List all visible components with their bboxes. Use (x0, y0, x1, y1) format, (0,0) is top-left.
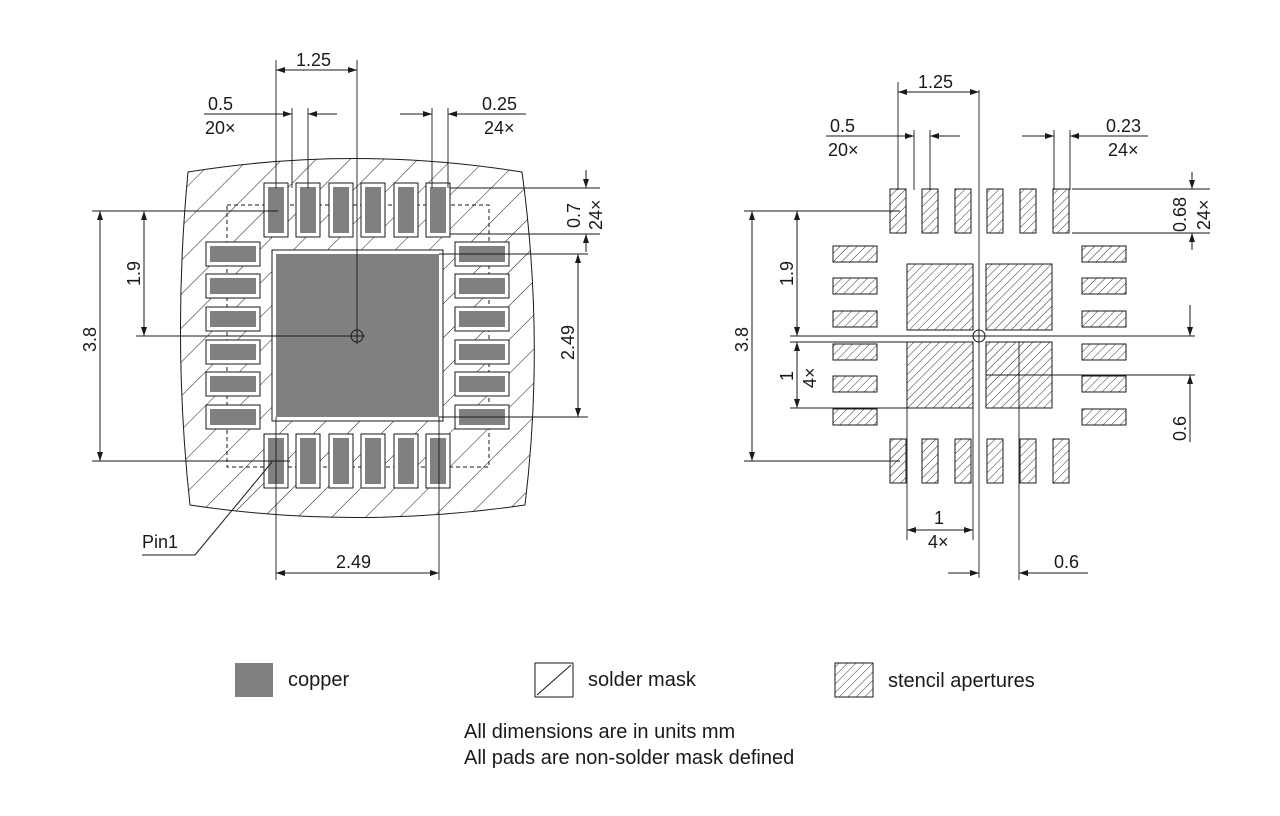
st-ap-right (1081, 408, 1127, 426)
st-ap-top (1052, 188, 1070, 234)
note-nsmd: All pads are non-solder mask defined (464, 747, 794, 769)
st-dim-square-h: 1 (934, 508, 944, 528)
notes: All dimensions are in units mm All pads … (464, 721, 794, 769)
fp-dim-center-pad-v: 2.49 (558, 325, 578, 360)
st-ap-bottom (986, 438, 1004, 484)
fp-pad-right (459, 278, 505, 294)
st-ap-bottom (1052, 438, 1070, 484)
st-ap-right (1081, 277, 1127, 295)
footprint-pads (205, 182, 510, 489)
fp-pad-top (333, 187, 349, 233)
st-dim-ap-width2-count: 24× (1108, 140, 1139, 160)
pin1-label: Pin1 (142, 532, 178, 552)
stencil-apertures (832, 188, 1127, 484)
st-ap-right (1081, 245, 1127, 263)
fp-pad-top (268, 187, 284, 233)
st-ap-top (986, 188, 1004, 234)
st-dim-ap-length: 0.68 (1170, 197, 1190, 232)
st-dim-square: 1 (777, 371, 797, 381)
st-ap-left (832, 277, 878, 295)
st-ap-left (832, 375, 878, 393)
st-ap-left (832, 408, 878, 426)
fp-pad-left (210, 311, 256, 327)
fp-dim-half: 1.9 (124, 261, 144, 286)
fp-dim-pad-width-count: 20× (205, 118, 236, 138)
legend-stencil-swatch (834, 662, 874, 698)
st-ap-top (1019, 188, 1037, 234)
st-dim-pitch: 1.25 (918, 72, 953, 92)
fp-pad-bottom (430, 438, 446, 484)
st-ap-right (1081, 375, 1127, 393)
fp-pad-bottom (333, 438, 349, 484)
st-dim-outer: 3.8 (732, 327, 752, 352)
fp-pad-right (459, 311, 505, 327)
st-ap-left (832, 343, 878, 361)
st-dim-square-count: 4× (800, 367, 820, 388)
legend-copper-label: copper (288, 669, 349, 691)
fp-pad-top (300, 187, 316, 233)
footprint-view: 1.25 0.5 20× 0.25 24× 0.7 24× 3.8 1.9 (80, 50, 606, 580)
fp-dim-pitch: 1.25 (296, 50, 331, 70)
st-ap-bottom (1019, 438, 1037, 484)
st-ap-top (954, 188, 972, 234)
fp-pad-right (459, 376, 505, 392)
fp-dim-mask-width-count: 24× (484, 118, 515, 138)
st-dim-gap-h: 0.6 (1054, 552, 1079, 572)
st-dim-square-h-count: 4× (928, 532, 949, 552)
legend-solder-mask-label: solder mask (588, 669, 697, 691)
fp-dim-mask-width: 0.25 (482, 94, 517, 114)
st-ap-left (832, 245, 878, 263)
stencil-square (906, 263, 974, 331)
legend: copper solder mask stencil apertures (235, 662, 1035, 698)
fp-pad-top (398, 187, 414, 233)
st-dim-gap-v: 0.6 (1170, 416, 1190, 441)
fp-dim-outer: 3.8 (80, 327, 100, 352)
st-ap-left (832, 310, 878, 328)
st-dim-ap-length-count: 24× (1194, 199, 1214, 230)
st-dim-ap-width2: 0.23 (1106, 116, 1141, 136)
fp-pad-top (430, 187, 446, 233)
fp-pad-left (210, 376, 256, 392)
stencil-square (906, 341, 974, 409)
fp-pad-right (459, 344, 505, 360)
fp-pad-left (210, 344, 256, 360)
legend-stencil-label: stencil apertures (888, 670, 1035, 692)
st-dim-half: 1.9 (777, 261, 797, 286)
fp-pad-left (210, 278, 256, 294)
st-dim-ap-width: 0.5 (830, 116, 855, 136)
st-ap-right (1081, 343, 1127, 361)
fp-pad-bottom (398, 438, 414, 484)
st-ap-bottom (954, 438, 972, 484)
st-ap-right (1081, 310, 1127, 328)
legend-copper-swatch (235, 663, 273, 697)
stencil-square (985, 263, 1053, 331)
fp-dim-pad-width: 0.5 (208, 94, 233, 114)
fp-pad-bottom (300, 438, 316, 484)
fp-dim-pad-length-count: 24× (586, 199, 606, 230)
note-units: All dimensions are in units mm (464, 721, 735, 743)
fp-dim-pad-length: 0.7 (564, 203, 584, 228)
st-ap-top (921, 188, 939, 234)
st-ap-bottom (921, 438, 939, 484)
stencil-view: 1.25 0.5 20× 0.23 24× 0.68 24× 3.8 1.9 (732, 72, 1214, 580)
fp-pad-top (365, 187, 381, 233)
fp-pad-left (210, 246, 256, 262)
fp-pad-bottom (365, 438, 381, 484)
st-dim-ap-width-count: 20× (828, 140, 859, 160)
fp-pad-left (210, 409, 256, 425)
fp-dim-center-pad-h: 2.49 (336, 552, 371, 572)
